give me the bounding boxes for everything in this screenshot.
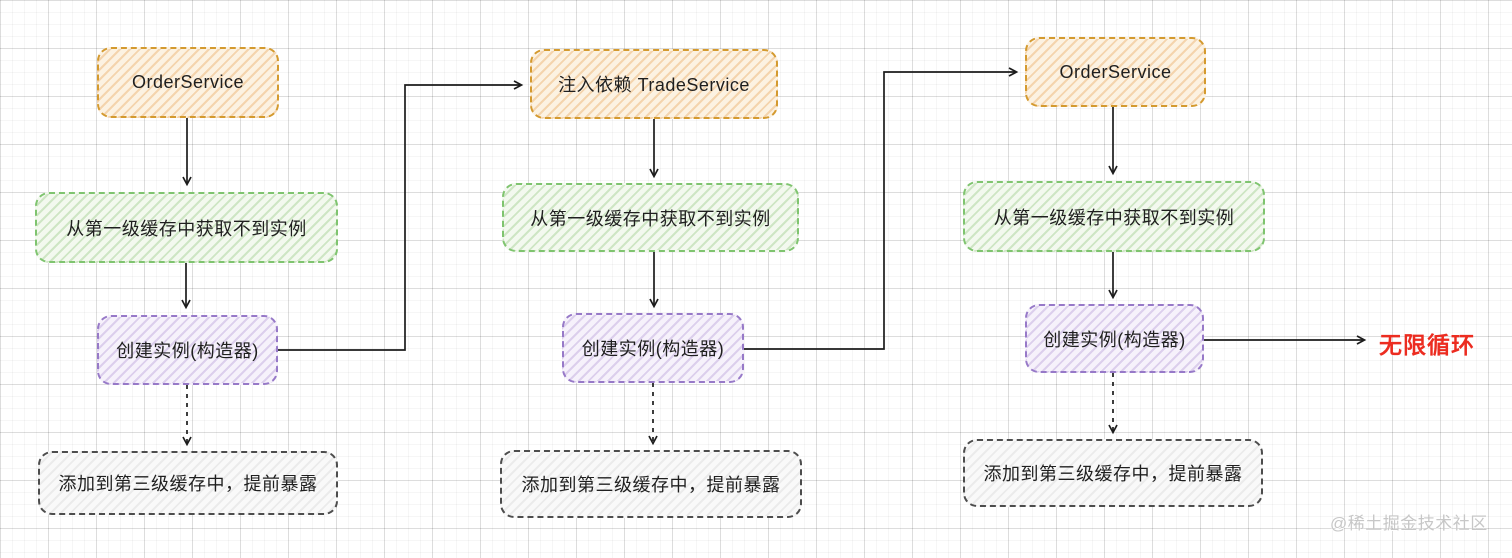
watermark: @稀土掘金技术社区	[1330, 514, 1488, 533]
node-l3-cache-expose-1: 添加到第三级缓存中，提前暴露	[38, 451, 338, 515]
node-label: 添加到第三级缓存中，提前暴露	[58, 474, 318, 494]
node-label: 从第一级缓存中获取不到实例	[530, 208, 771, 229]
node-create-instance-3: 创建实例(构造器)	[1025, 304, 1204, 373]
node-label: 从第一级缓存中获取不到实例	[993, 207, 1235, 228]
infinite-loop-label: 无限循环	[1379, 332, 1475, 358]
node-create-instance-1: 创建实例(构造器)	[97, 315, 278, 385]
node-label: 创建实例(构造器)	[116, 341, 259, 361]
node-label: OrderService	[1059, 61, 1172, 82]
node-inject-tradeservice: 注入依赖 TradeService	[530, 49, 778, 119]
node-label: 添加到第三级缓存中，提前暴露	[983, 464, 1243, 484]
node-l3-cache-expose-3: 添加到第三级缓存中，提前暴露	[963, 439, 1263, 507]
node-create-instance-2: 创建实例(构造器)	[562, 313, 744, 383]
node-label: 创建实例(构造器)	[1043, 329, 1186, 350]
node-l3-cache-expose-2: 添加到第三级缓存中，提前暴露	[500, 450, 802, 518]
node-orderservice-2: OrderService	[1025, 37, 1206, 107]
node-l1-cache-miss-2: 从第一级缓存中获取不到实例	[502, 183, 799, 252]
node-label: 创建实例(构造器)	[581, 339, 725, 359]
node-label: 从第一级缓存中获取不到实例	[66, 218, 307, 239]
node-label: 添加到第三级缓存中，提前暴露	[521, 475, 781, 495]
node-orderservice-1: OrderService	[97, 47, 279, 118]
node-label: 注入依赖 TradeService	[558, 75, 750, 95]
node-l1-cache-miss-1: 从第一级缓存中获取不到实例	[35, 192, 338, 263]
node-label: OrderService	[131, 72, 245, 92]
node-l1-cache-miss-3: 从第一级缓存中获取不到实例	[963, 181, 1265, 252]
